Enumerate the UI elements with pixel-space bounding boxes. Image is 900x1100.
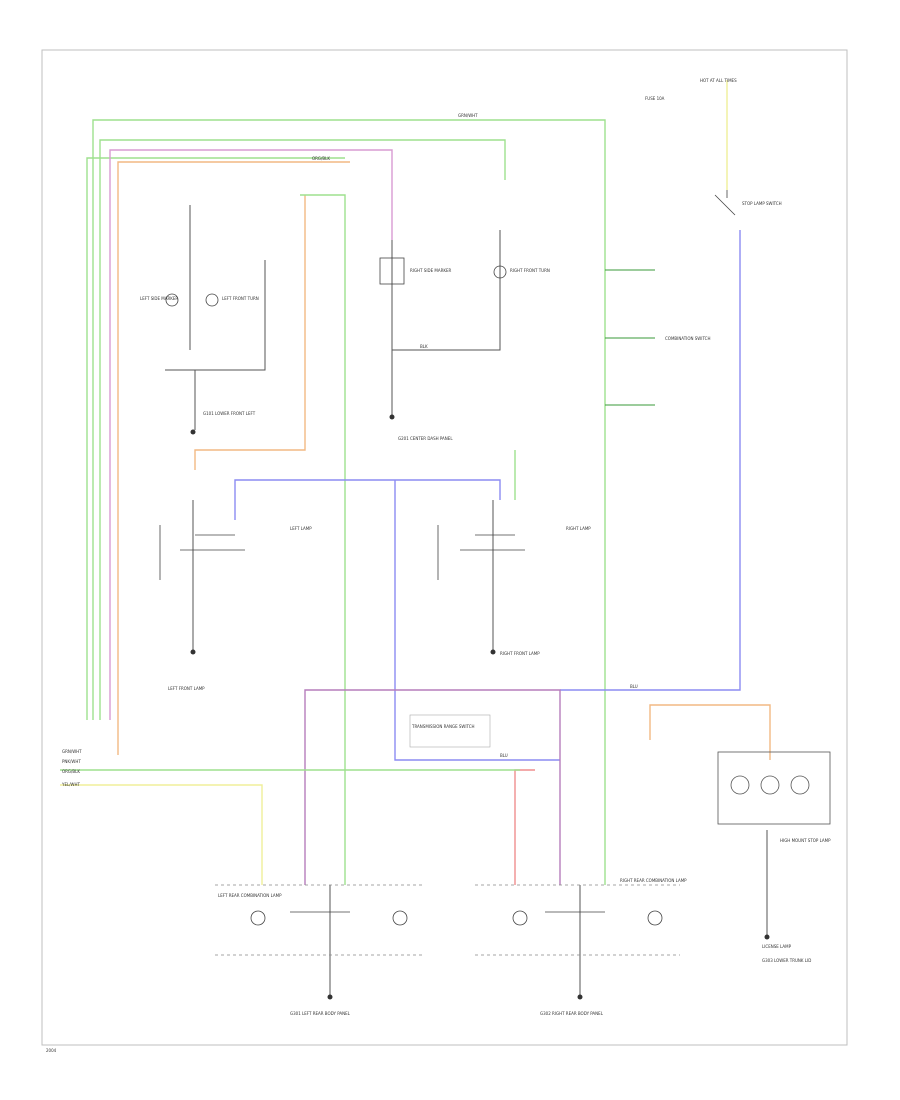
label-left-rear-lamp: LEFT REAR COMBINATION LAMP: [218, 893, 282, 898]
label-hot-at-all-times: HOT AT ALL TIMES: [700, 78, 737, 83]
ground-license: [764, 934, 770, 940]
legend-3: ORG/BLK: [62, 769, 80, 774]
left-rear-lamp-bulbs: [250, 910, 408, 926]
right-rear-lamp-box: [475, 884, 680, 956]
high-stop-lamp-box: [717, 751, 831, 825]
wire-pnk-wht: [109, 149, 393, 720]
left-switch-symbol: [159, 525, 245, 580]
stop-lamp-switch-symbol: [714, 190, 736, 216]
label-left-side-marker: LEFT SIDE MARKER: [140, 296, 178, 301]
label-high-stop: HIGH MOUNT STOP LAMP: [780, 838, 831, 843]
ground-center: [389, 414, 395, 420]
label-ground-rear-right: G302 RIGHT REAR BODY PANEL: [540, 1011, 604, 1016]
label-stop-lamp-switch: STOP LAMP SWITCH: [742, 201, 782, 206]
wire-red-right: [649, 704, 771, 760]
ground-right-lamp: [490, 649, 496, 655]
legend-2: PNK/WHT: [62, 759, 81, 764]
label-right-side-marker: RIGHT SIDE MARKER: [410, 268, 451, 273]
wire-grn-wht-3: [86, 157, 345, 720]
legend-4: YEL/WHT: [61, 782, 81, 787]
label-wire-blu-right: BLU: [630, 684, 638, 689]
label-ground-rear-left: G301 LEFT REAR BODY PANEL: [290, 1011, 351, 1016]
label-fuse-note: FUSE 10A: [645, 96, 665, 101]
wire-purple-left: [304, 689, 561, 885]
ground-rear-right: [577, 994, 583, 1000]
ground-left-front: [190, 429, 196, 435]
left-rear-lamp-box: [215, 884, 425, 956]
label-ground-license: G303 LOWER TRUNK LID: [762, 958, 811, 963]
ground-left-lamp: [190, 649, 196, 655]
label-wire-org-blk-top: ORG/BLK: [312, 156, 330, 161]
wire-org-blk: [117, 161, 350, 755]
wire-red: [514, 769, 535, 885]
label-license-lamp: LICENSE LAMP: [762, 944, 792, 949]
label-right-rear-lamp: RIGHT REAR COMBINATION LAMP: [620, 878, 687, 883]
label-left-front-lamp: LEFT FRONT LAMP: [168, 686, 205, 691]
wire-org-blk-2: [194, 195, 306, 470]
wire-blu-center: [234, 479, 501, 520]
transmission-switch-box: [409, 714, 491, 748]
wire-yel-bottom: [60, 784, 263, 885]
wire-blu-bottom: [394, 480, 560, 761]
label-wire-grn-wht-top: GRN/WHT: [458, 113, 478, 118]
label-wire-blu-bottom: BLU: [500, 753, 508, 758]
label-wire-blk-center: BLK: [420, 344, 428, 349]
wire-grn-left-front: [300, 194, 346, 885]
wire-blu-right: [560, 230, 741, 691]
label-ground-left: G101 LOWER FRONT LEFT: [203, 411, 256, 416]
label-right-front-lamp: RIGHT FRONT LAMP: [500, 651, 540, 656]
wire-grn-wht-top: [92, 119, 606, 885]
label-left-front-turn: LEFT FRONT TURN: [222, 296, 259, 301]
right-switch-symbol: [437, 525, 525, 580]
page-ref: 2004: [46, 1048, 57, 1053]
wire-blk-2: [165, 260, 266, 371]
diagram-border: [41, 49, 848, 1046]
label-transmission-switch: TRANSMISSION RANGE SWITCH: [411, 724, 475, 729]
left-front-lamp-group: [165, 293, 219, 307]
label-combination-switch: COMBINATION SWITCH: [665, 336, 710, 341]
legend-1: GRN/WHT: [62, 749, 82, 754]
wire-grn-wht-2: [99, 139, 506, 720]
label-ground-center: G201 CENTER DASH PANEL: [398, 436, 453, 441]
label-left-lamp: LEFT LAMP: [290, 526, 312, 531]
connector-marks: [605, 269, 655, 406]
label-right-lamp: RIGHT LAMP: [566, 526, 591, 531]
center-lamp-group: [379, 257, 507, 285]
wire-blk-5: [392, 230, 501, 351]
ground-rear-left: [327, 994, 333, 1000]
label-right-front-turn: RIGHT FRONT TURN: [510, 268, 550, 273]
right-rear-lamp-bulbs: [512, 910, 663, 926]
